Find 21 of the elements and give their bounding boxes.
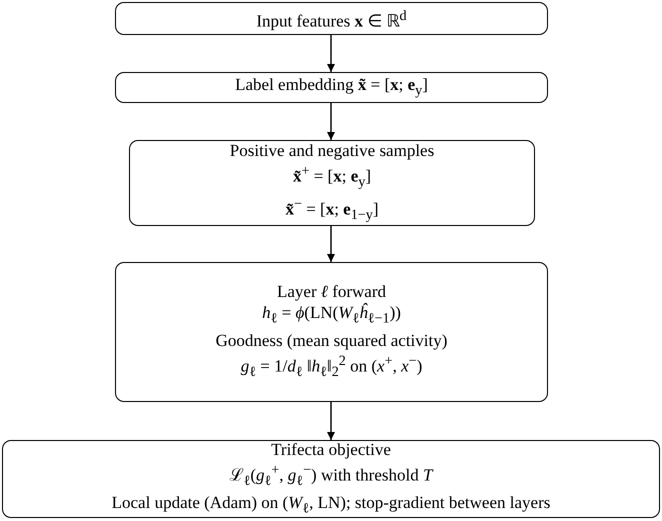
arrow [327, 402, 335, 440]
arrow [327, 35, 335, 72]
box-heading: Label embedding x̃ = [x; e$_{y}$] [235, 74, 428, 100]
process-box [115, 2, 548, 35]
box-text: Local update (Adam) on (W$_{ℓ}$, LN); stop-gradient between layers [112, 492, 550, 518]
box-heading: Layer ℓ forward [276, 281, 386, 302]
arrow [327, 103, 335, 140]
box-text: x̃$^{+}$ = [x; e$_{y}$] [292, 162, 371, 192]
box-text: ℒ$_{ℓ}$(g$_{ℓ}$$^{+}$, g$_{ℓ}$$^{−}$) with threshold T [230, 460, 432, 491]
box-text: x̃$^{−}$ = [x; e$_{1−y}$] [285, 194, 379, 225]
box-heading: Input features x ∈ ℝ$^{d}$ [256, 6, 407, 32]
process-box [129, 140, 535, 226]
box-text: h$_{ℓ}$ = ϕ(LN(W$_{ℓ}$ĥ$_{ℓ−1}$)) [262, 302, 401, 329]
box-text: g$_{ℓ}$ = 1/d$_{ℓ}$ ‖h$_{ℓ}$‖$_{2}$$^{2}$ on (x$^{+}$, x$^{−}$) [240, 352, 422, 382]
process-box [115, 262, 548, 402]
arrow [327, 226, 335, 262]
box-text: Goodness (mean squared activity) [216, 330, 448, 351]
process-box [115, 72, 548, 103]
box-heading: Positive and negative samples [230, 140, 434, 162]
box-heading: Trifecta objective [271, 438, 391, 460]
process-box [2, 440, 660, 518]
